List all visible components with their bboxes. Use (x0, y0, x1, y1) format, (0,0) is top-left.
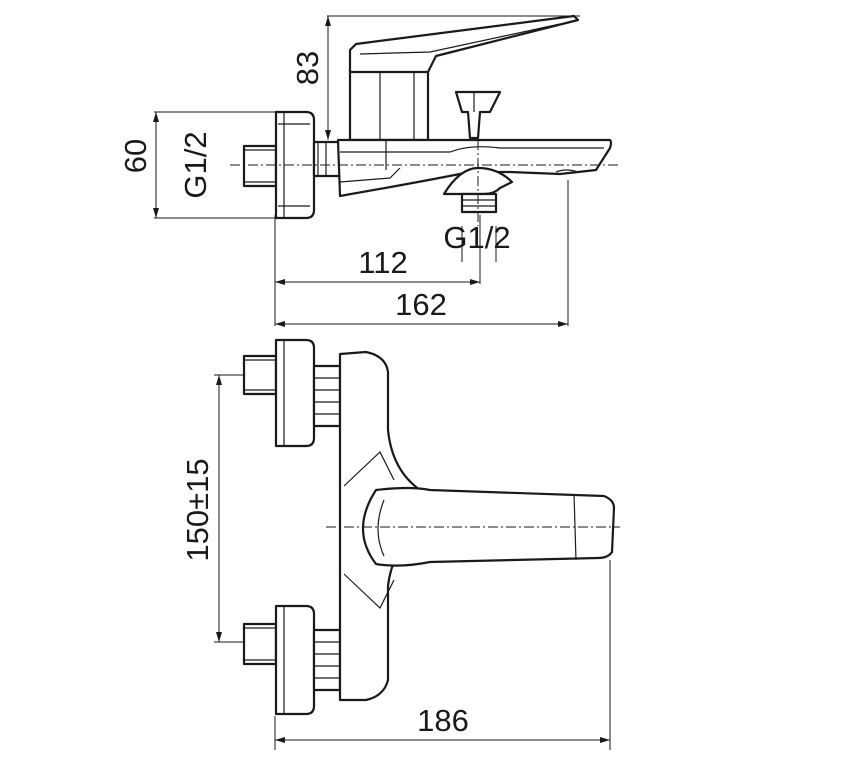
body-facets (343, 451, 395, 609)
lower-inlet-connector (242, 622, 278, 666)
arrowhead (600, 737, 610, 743)
upper-nipple (312, 364, 342, 428)
dim-label-inlet-thread: G1/2 (178, 131, 213, 198)
spout-upper-edge (340, 146, 604, 153)
upper-nipple-threads (314, 377, 340, 415)
lever-edge (359, 23, 561, 55)
diverter-knob (454, 90, 502, 140)
upper-inlet-connector (242, 354, 278, 396)
dim-label-112: 112 (358, 245, 407, 280)
dim-label-162: 162 (395, 287, 447, 322)
arrowhead (470, 279, 480, 285)
lower-nipple (312, 628, 342, 692)
lever-handle (348, 14, 580, 74)
inlet-connector (242, 144, 278, 188)
dim-label-150: 150±15 (180, 458, 215, 561)
side-view: 83 60 G1/2 (118, 14, 618, 327)
dim-label-outlet-thread: G1/2 (443, 220, 510, 255)
arrowhead (216, 632, 222, 642)
dim-label-186: 186 (417, 703, 469, 738)
arrowhead (275, 321, 285, 327)
eccentric-flange (274, 110, 316, 220)
cartridge-body (348, 68, 430, 142)
lower-eccentric-flange (274, 604, 316, 716)
spout-lower-edge (339, 167, 401, 183)
aerator (555, 169, 579, 173)
upper-eccentric-flange (274, 338, 316, 448)
spout-base-curve (377, 499, 385, 557)
flange-detail (278, 123, 310, 207)
arrowhead (325, 16, 331, 26)
dim-label-83: 83 (290, 51, 325, 85)
dim-label-60: 60 (118, 139, 153, 173)
arrowhead (558, 321, 568, 327)
arrowhead (325, 130, 331, 140)
arrowhead (275, 737, 285, 743)
arrowhead (153, 112, 159, 122)
top-view: 150±15 186 (180, 338, 620, 750)
shower-outlet-connector (460, 192, 498, 214)
lower-nipple-threads (314, 641, 340, 679)
arrowhead (275, 279, 285, 285)
arrowhead (153, 208, 159, 218)
arrowhead (216, 375, 222, 385)
